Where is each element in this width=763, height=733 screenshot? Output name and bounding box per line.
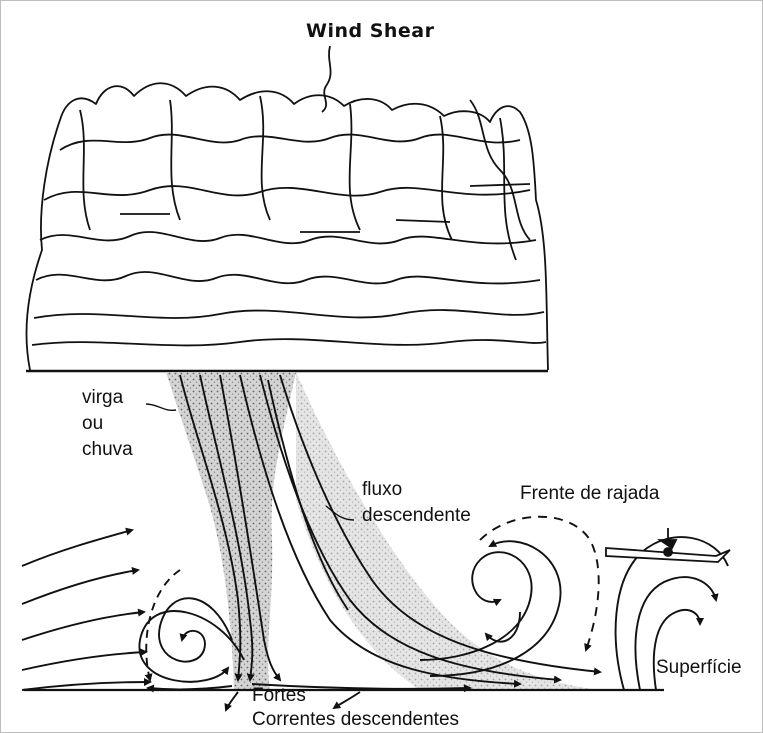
label-virga: virga — [82, 386, 123, 409]
label-chuva: chuva — [82, 438, 133, 461]
label-fluxo: fluxo — [362, 478, 402, 501]
inflow-arrows — [22, 530, 150, 690]
rain-shaft — [166, 372, 600, 690]
label-descendente: descendente — [362, 504, 471, 527]
outflow-arrows — [148, 684, 470, 710]
label-ou: ou — [82, 412, 103, 435]
label-surface: Superfície — [656, 656, 742, 679]
label-correntes-descendentes: Correntes descendentes — [252, 708, 459, 731]
label-gust-front: Frente de rajada — [520, 482, 659, 505]
storm-cloud — [26, 46, 548, 370]
diagram-title: Wind Shear — [306, 20, 435, 42]
label-fortes: Fortes — [252, 684, 306, 707]
